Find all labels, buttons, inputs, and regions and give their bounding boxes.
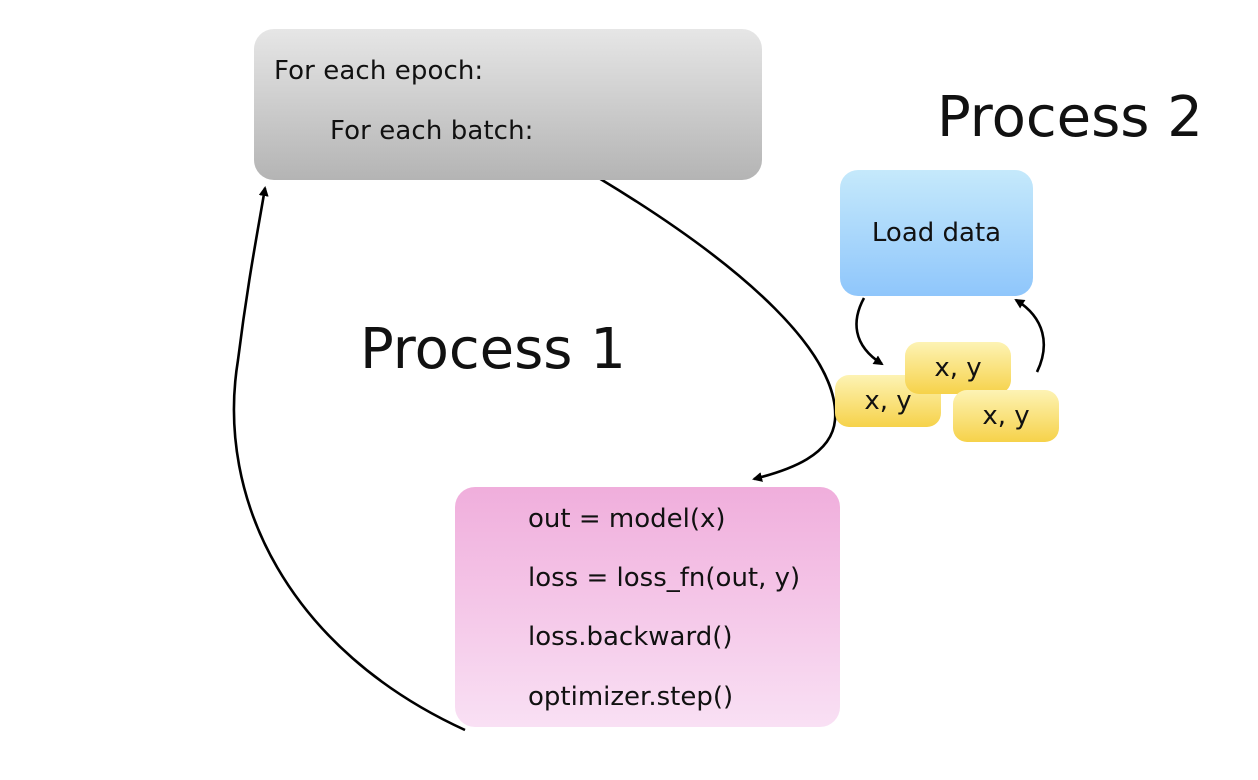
step-backward: loss.backward() <box>528 622 733 652</box>
batch-to-load-arrow <box>1014 298 1045 373</box>
steps-to-epoch-arrow <box>232 186 466 732</box>
process-1-title: Process 1 <box>360 317 626 382</box>
load-to-batch-arrow <box>855 297 884 366</box>
step-optimizer: optimizer.step() <box>528 682 734 712</box>
batch-item: x, y <box>905 342 1011 394</box>
batch-item: x, y <box>953 390 1059 442</box>
epoch-loop-box: For each epoch: For each batch: <box>254 29 762 180</box>
epoch-loop-label: For each epoch: <box>274 56 484 86</box>
load-data-label: Load data <box>871 218 1002 248</box>
training-steps-box: out = model(x) loss = loss_fn(out, y) lo… <box>455 487 840 727</box>
step-loss: loss = loss_fn(out, y) <box>528 563 801 593</box>
step-forward: out = model(x) <box>528 504 726 534</box>
process-2-title: Process 2 <box>937 85 1203 150</box>
batch-loop-label: For each batch: <box>330 116 534 146</box>
load-data-box: Load data <box>840 170 1033 296</box>
